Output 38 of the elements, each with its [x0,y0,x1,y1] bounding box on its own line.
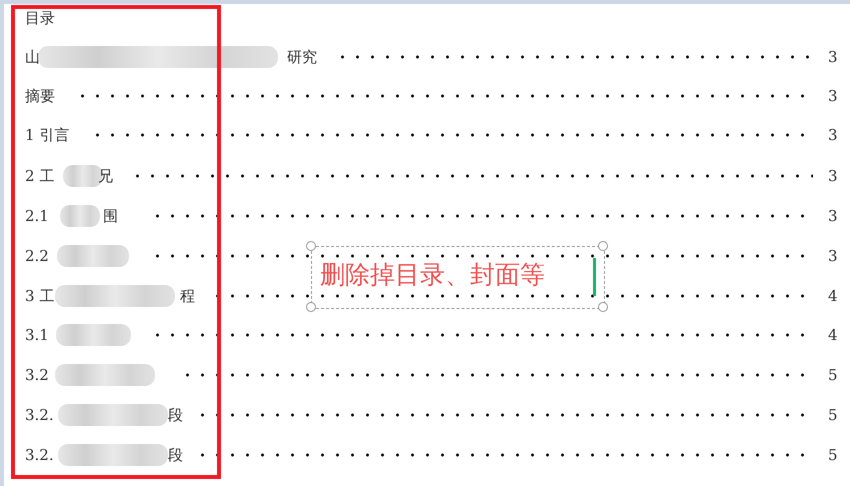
toc-entry-text: 段 [168,445,183,465]
page-number: 5 [828,445,838,465]
page-number: 3 [828,86,838,106]
page-number: 5 [828,405,838,425]
page-number: 3 [828,206,838,226]
blurred-text [58,444,168,466]
blurred-text [58,404,168,426]
blurred-text [60,205,100,227]
toc-entry-text: 2.2 [25,246,49,266]
toc-entry-text: 段 [168,405,183,425]
toc-entry-text: 1 引言 [25,125,70,145]
page-number: 3 [828,47,838,67]
toc-entry-text: 山 [25,47,40,67]
toc-entry-text: 2 工 [25,166,54,186]
toc-entry-text: 3.2 [25,365,49,385]
toc-entry-text: 程 [180,286,195,306]
toc-entry-text: 摘要 [25,86,55,106]
blurred-text [56,324,131,346]
toc-entry-text: 围 [103,206,118,226]
toc-entry-text: 3.2. [25,405,54,425]
blurred-text [55,285,175,307]
page-number: 3 [828,166,838,186]
blurred-text [57,245,129,267]
toc-entry-text: 3.2. [25,445,54,465]
page-number: 5 [828,365,838,385]
annotation-text: 删除掉目录、封面等 [320,259,545,291]
blurred-text [55,364,155,386]
toc-entry-text: 研究 [287,47,317,67]
blurred-text [38,46,278,68]
toc-entry-text: 目录 [25,8,55,28]
toc-entry-text: 3.1 [25,325,49,345]
page-number: 3 [828,125,838,145]
toc-entry-text: 兄 [98,166,113,186]
toc-entry-text: 3 工 [25,286,54,306]
page-number: 4 [828,325,838,345]
page-number: 3 [828,246,838,266]
toc-entry-text: 2.1 [25,206,49,226]
page-number: 4 [828,286,838,306]
